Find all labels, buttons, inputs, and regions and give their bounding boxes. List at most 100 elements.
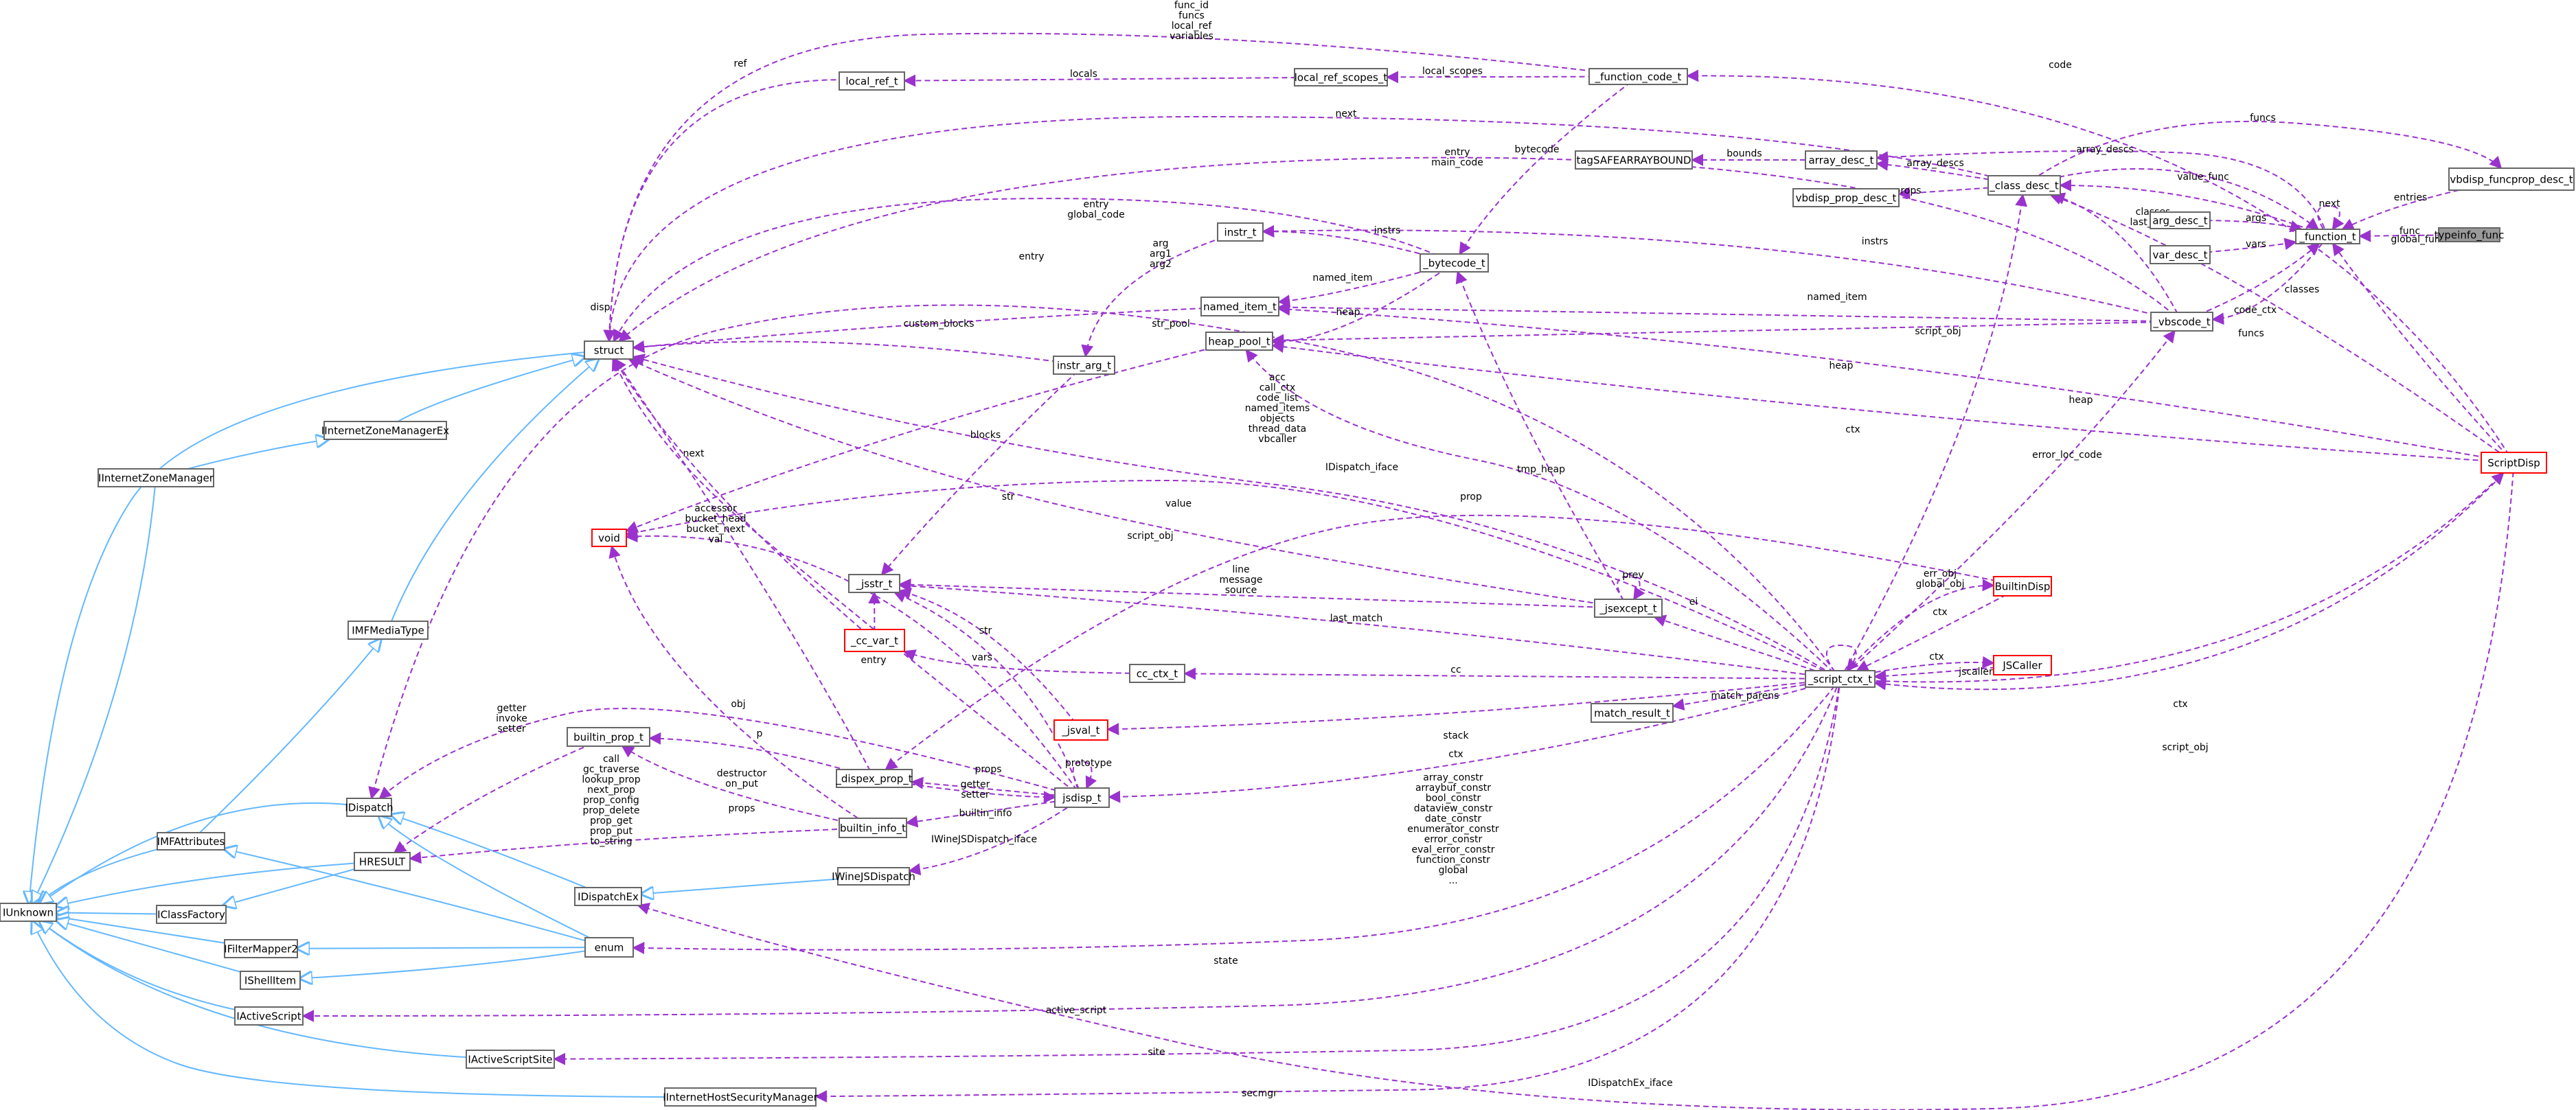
- node-vbdisp-funcprop-desc-t[interactable]: vbdisp_funcprop_desc_t: [2448, 167, 2575, 191]
- node-ScriptDisp[interactable]: ScriptDisp: [2481, 452, 2547, 474]
- edge-jsdisp_t-to-struct: [611, 358, 1083, 798]
- node-arg-desc-t[interactable]: arg_desc_t: [2150, 211, 2211, 229]
- node-HRESULT[interactable]: HRESULT: [354, 852, 411, 871]
- node-vbscode-t[interactable]: _vbscode_t: [2150, 312, 2213, 332]
- node-IClassFactory[interactable]: IClassFactory: [156, 905, 227, 924]
- node-IShellItem[interactable]: IShellItem: [240, 971, 301, 990]
- node-match-result-t[interactable]: match_result_t: [1591, 703, 1674, 723]
- edge-IInternetHostSecurityManager-to-IUnknown: [32, 921, 741, 1098]
- node-named-item-t[interactable]: named_item_t: [1200, 297, 1279, 316]
- node-label: builtin_prop_t: [573, 731, 643, 744]
- edge-label-line: site: [1148, 1047, 1165, 1058]
- node-JSCaller[interactable]: JSCaller: [1993, 655, 2052, 675]
- edge-label-line: entry: [1018, 251, 1044, 262]
- edge-label-line: entry: [1444, 147, 1470, 158]
- edge-jsdisp_t-to-IDispatch: [378, 708, 1082, 800]
- node-vbdisp-prop-desc-t[interactable]: vbdisp_prop_desc_t: [1792, 188, 1900, 207]
- edge-enum-to-IMFAttributes: [225, 849, 610, 948]
- edge-label-line: next: [2318, 198, 2340, 209]
- node-IMFAttributes[interactable]: IMFAttributes: [157, 832, 225, 851]
- edge-label-line: named_items: [1245, 403, 1310, 414]
- node-label: tagSAFEARRAYBOUND: [1576, 154, 1691, 167]
- edge-enum-to-IFilterMapper2: [297, 947, 610, 949]
- node-instr-t[interactable]: instr_t: [1217, 222, 1264, 242]
- node-heap-pool-t[interactable]: heap_pool_t: [1205, 332, 1273, 351]
- node-class-desc-t[interactable]: _class_desc_t: [1987, 175, 2061, 196]
- edge-label-heap-b: heap: [1830, 360, 1854, 371]
- edge-label-line: invoke: [496, 713, 527, 724]
- edge-label-line: message: [1220, 575, 1263, 586]
- node-jsdisp-t[interactable]: jsdisp_t: [1054, 787, 1110, 808]
- node-builtin-prop-t[interactable]: builtin_prop_t: [567, 727, 650, 747]
- edge-label-instrs-b: instrs: [1862, 236, 1889, 247]
- node-IDispatchEx[interactable]: IDispatchEx: [574, 887, 642, 906]
- node-instr-arg-t[interactable]: instr_arg_t: [1053, 356, 1115, 375]
- node-IInternetZoneManagerEx[interactable]: IInternetZoneManagerEx: [321, 421, 449, 440]
- node-var-desc-t[interactable]: var_desc_t: [2150, 245, 2211, 264]
- edge-label-line: next: [683, 448, 705, 459]
- edge-class_desc_t-to-array_desc_t: [1876, 158, 2025, 186]
- node-local-ref-scopes-t[interactable]: local_ref_scopes_t: [1294, 68, 1388, 86]
- edge-label-cc: cc: [1450, 664, 1461, 675]
- node-dispex-prop-t[interactable]: _dispex_prop_t: [835, 769, 913, 788]
- edge-label-line: variables: [1170, 31, 1213, 42]
- node-enum[interactable]: enum: [584, 937, 634, 958]
- node-BuiltinDisp[interactable]: BuiltinDisp: [1993, 576, 2052, 597]
- node-label: _script_ctx_t: [1808, 673, 1872, 686]
- node-tagSAFEARRAYBOUND[interactable]: tagSAFEARRAYBOUND: [1575, 150, 1693, 170]
- node-script-ctx-t[interactable]: _script_ctx_t: [1805, 670, 1876, 688]
- edge-dispex_prop_t-to-builtin_prop_t: [648, 732, 875, 779]
- edges-layer: [29, 32, 2515, 1110]
- node-IActiveScript[interactable]: IActiveScript: [234, 1006, 304, 1026]
- edge-ScriptDisp-to-named_item_t: [1277, 303, 2514, 463]
- edge-label-global-funcs: global_funcs: [2391, 234, 2450, 245]
- node-struct[interactable]: struct: [584, 340, 634, 360]
- edge-label-obj: obj: [731, 699, 745, 710]
- node-bytecode-t[interactable]: _bytecode_t: [1420, 253, 1489, 273]
- edge-label-line: IWineJSDispatch_iface: [931, 834, 1037, 845]
- node-IInternetHostSecurityManager[interactable]: IInternetHostSecurityManager: [663, 1087, 819, 1107]
- edge-IMFMediaType-to-struct: [387, 359, 598, 631]
- edge-label-line: heap: [1830, 360, 1854, 371]
- edge-label-next-func: next: [2318, 198, 2340, 209]
- edge-label-line: call: [603, 754, 619, 765]
- node-cc-ctx-t[interactable]: cc_ctx_t: [1129, 664, 1185, 683]
- node-IWineJSDispatch[interactable]: IWineJSDispatch: [832, 867, 915, 886]
- edge-label-props-b: props: [974, 764, 1001, 775]
- node-builtin-info-t[interactable]: builtin_info_t: [839, 818, 907, 838]
- node-jsexcept-t[interactable]: _jsexcept_t: [1594, 599, 1663, 618]
- edge-label-ref: ref: [734, 58, 748, 69]
- node-jsstr-t[interactable]: _jsstr_t: [848, 574, 900, 593]
- node-cc-var-t[interactable]: _cc_var_t: [844, 629, 905, 652]
- edge-label-prototype: prototype: [1065, 758, 1112, 769]
- edge-instr_arg_t-to-struct: [632, 340, 1084, 366]
- edge-label-line: prev: [1622, 570, 1643, 581]
- node-function-t[interactable]: _function_t: [2295, 229, 2360, 244]
- edge-ScriptDisp-to-heap_pool_t: [1271, 340, 2514, 463]
- node-jsval-t[interactable]: _jsval_t: [1053, 719, 1108, 741]
- edge-label-line: locals: [1070, 69, 1097, 80]
- node-IInternetZoneManager[interactable]: IInternetZoneManager: [98, 468, 214, 487]
- edge-label-heap-c: heap: [2069, 395, 2093, 406]
- node-IDispatch[interactable]: IDispatch: [345, 798, 394, 817]
- edge-label-line: main_code: [1431, 157, 1483, 168]
- edge-cc_var_t-to-struct: [613, 358, 876, 641]
- node-IMFMediaType[interactable]: IMFMediaType: [347, 621, 429, 640]
- node-IUnknown[interactable]: IUnknown: [0, 903, 57, 922]
- node-array-desc-t[interactable]: array_desc_t: [1805, 150, 1878, 170]
- node-IActiveScriptSite[interactable]: IActiveScriptSite: [466, 1050, 555, 1069]
- edge-label-line: arg1: [1150, 248, 1172, 259]
- node-function-code-t[interactable]: _function_code_t: [1588, 68, 1688, 85]
- node-IFilterMapper2[interactable]: IFilterMapper2: [224, 939, 298, 958]
- node-label: IUnknown: [3, 907, 54, 919]
- edge-label-state: state: [1213, 956, 1238, 967]
- edge-label-line: function_constr: [1416, 855, 1490, 866]
- node-void[interactable]: void: [591, 529, 627, 547]
- node-typeinfo-func[interactable]: typeinfo_func: [2435, 227, 2505, 242]
- edge-label-line: next: [1335, 108, 1357, 119]
- edge-label-line: source: [1225, 585, 1257, 596]
- node-local-ref-t[interactable]: local_ref_t: [839, 71, 905, 91]
